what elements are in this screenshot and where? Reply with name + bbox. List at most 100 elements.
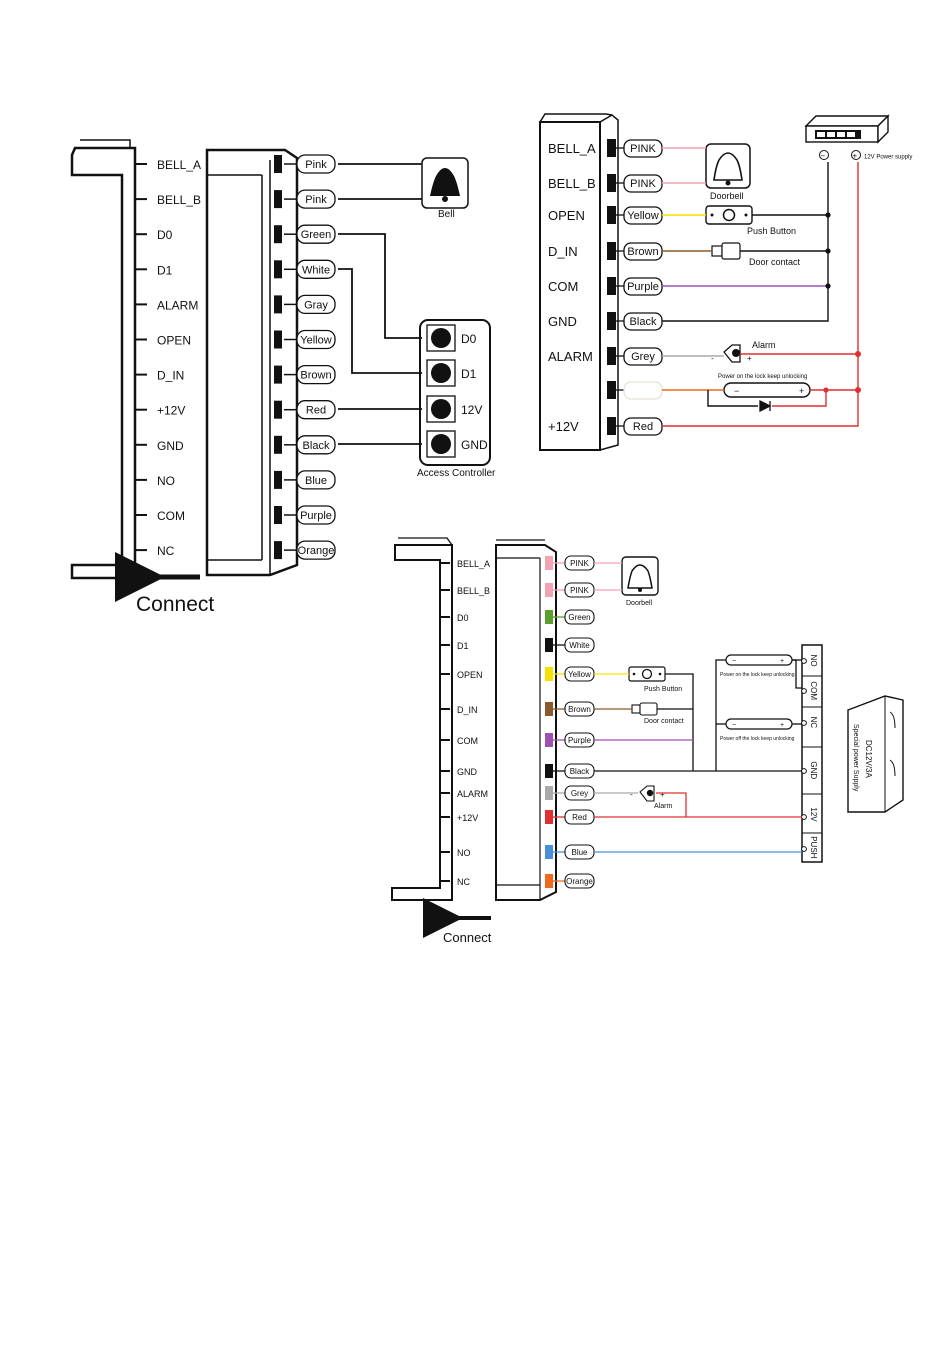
wire-label: White: [569, 641, 590, 650]
wire-label: Green: [568, 613, 590, 622]
d2-row: COM Purple: [548, 277, 663, 296]
supply-terminal-label: NO: [809, 655, 818, 667]
terminal-label: BELL_A: [548, 141, 596, 156]
terminal-label: +12V: [457, 813, 478, 823]
wire-label: Pink: [305, 159, 327, 171]
d1-row: D_IN Brown: [135, 364, 336, 385]
d2-row: BELL_A PINK: [548, 139, 663, 158]
wire-label-box: [564, 609, 595, 625]
terminal-label: D1: [157, 263, 173, 277]
supply-terminal: COM: [801, 675, 822, 700]
wire-label: Gray: [304, 299, 328, 311]
supply-terminal-strip: [801, 644, 823, 863]
d1-row: OPEN Yellow: [135, 329, 336, 350]
wire-label: Blue: [305, 475, 327, 487]
terminal-label: COM: [157, 509, 185, 523]
wire-label: Purple: [300, 510, 332, 522]
bell-label: Bell: [438, 209, 455, 220]
wire-label-box: [296, 435, 336, 455]
wire-label: Black: [303, 440, 330, 452]
wire-label-box: [296, 470, 336, 490]
wire-label: Red: [572, 813, 587, 822]
supply-label-2: Special power Supply: [852, 724, 859, 792]
doorbell-icon: [705, 143, 751, 189]
wire-label: Brown: [300, 370, 331, 382]
push-button-icon: [705, 205, 753, 225]
wire-label: Blue: [571, 848, 588, 857]
svg-text:+: +: [853, 152, 858, 161]
svg-text:−: −: [821, 152, 826, 161]
push-button-label: Push Button: [747, 226, 796, 236]
wire-label: Black: [630, 316, 657, 328]
d2-row: GND Black: [548, 312, 663, 331]
terminal-label: GND: [548, 314, 577, 329]
wire-label-box: [296, 224, 336, 244]
terminal-label: D0: [157, 228, 173, 242]
supply-label-1: DC12V/3A: [864, 740, 873, 778]
wire-label-box: [296, 259, 336, 279]
wire-label-box: [296, 189, 336, 209]
wire-label-box: [296, 505, 336, 525]
terminal-label: COM: [548, 279, 578, 294]
d1-row: +12V Red: [135, 400, 336, 420]
wire-label: PINK: [630, 143, 656, 155]
alarm-label-3: Alarm: [654, 803, 672, 810]
d1-row: NO Blue: [135, 470, 336, 490]
controller-pin: 12V: [426, 395, 482, 423]
terminal-label: D_IN: [157, 369, 184, 383]
terminal-label: +12V: [548, 419, 579, 434]
wire-label: Brown: [568, 705, 591, 714]
wire-label: White: [302, 264, 330, 276]
alarm-label: Alarm: [752, 340, 776, 350]
terminal-label: COM: [457, 736, 478, 746]
wire-label: Grey: [631, 351, 655, 363]
connect-label-3: Connect: [443, 930, 492, 945]
alarm-icon: [723, 344, 741, 363]
push-button-label-3: Push Button: [644, 686, 682, 693]
terminal-label: NC: [457, 877, 470, 887]
wire-label-box: [296, 540, 336, 560]
terminal-label: OPEN: [157, 334, 191, 348]
svg-text:+: +: [780, 722, 784, 729]
wire-label-box: [296, 400, 336, 420]
svg-text:+: +: [799, 386, 804, 396]
wire-label: Purple: [568, 736, 592, 745]
wire-label: Yellow: [300, 335, 331, 347]
lock1-label: Power on the lock keep unlocking: [720, 672, 795, 678]
connector-housing-left: [70, 146, 137, 580]
wire-label: Brown: [627, 246, 658, 258]
d1-row: BELL_A Pink: [135, 154, 336, 174]
d3-row: COM Purple: [440, 732, 595, 748]
terminal-label: OPEN: [457, 670, 483, 680]
wire-label: PINK: [570, 559, 589, 568]
terminal-label: NO: [157, 474, 175, 488]
wire-label: PINK: [630, 178, 656, 190]
terminal-label: D_IN: [548, 244, 578, 259]
wire-label: Red: [306, 405, 326, 417]
supply-terminal-label: 12V: [809, 807, 818, 822]
wire-label-box: [564, 873, 595, 889]
svg-text:+: +: [780, 658, 784, 665]
wire-label-box: [564, 637, 595, 653]
wire-label: Purple: [627, 281, 659, 293]
door-contact-label-3: Door contact: [644, 718, 684, 725]
terminal-label: +12V: [157, 404, 185, 418]
supply-terminal-label: COM: [809, 681, 818, 700]
wire-label-box: [296, 154, 336, 174]
terminal-label: BELL_A: [157, 158, 201, 172]
dc-power-supply-icon: [847, 695, 904, 813]
wire-label-box: [296, 329, 336, 350]
svg-text:−: −: [734, 386, 739, 396]
svg-text:−: −: [732, 658, 736, 665]
svg-text:-: -: [711, 354, 714, 363]
